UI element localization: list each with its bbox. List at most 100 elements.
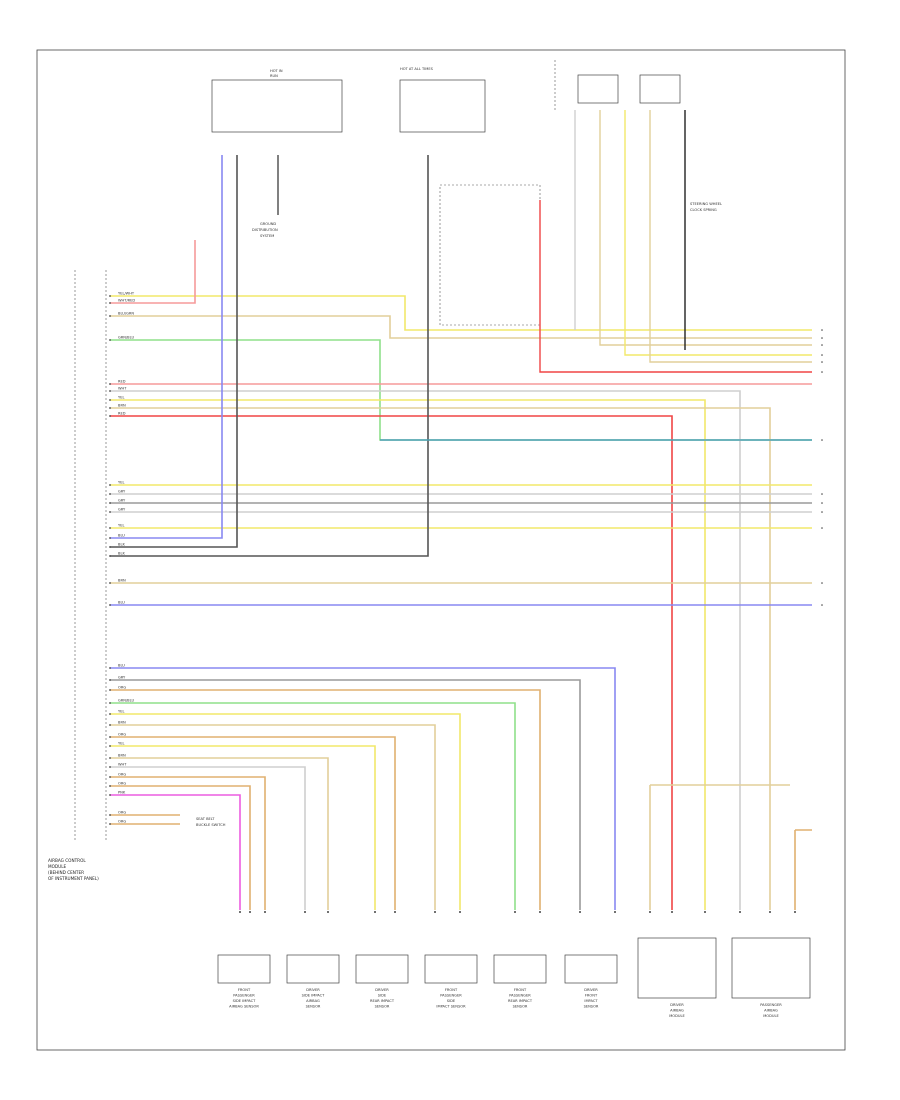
module-label: FRONT	[238, 988, 251, 992]
module-pin	[374, 911, 376, 913]
vertical-wire-1	[599, 110, 812, 346]
module-body	[731, 937, 811, 999]
wire-label: YEL/WHT	[118, 292, 135, 296]
pin-dot	[109, 315, 111, 317]
edge-terminal	[821, 344, 823, 346]
wire-label: BLU	[118, 601, 125, 605]
wire-28	[110, 766, 306, 910]
seat-belt-label: BUCKLE SWITCH	[196, 823, 226, 827]
module-label: AIRBAG	[306, 999, 320, 1003]
module-label: DRIVER	[375, 988, 389, 992]
clock-spring-box	[439, 184, 541, 326]
edge-terminal	[821, 502, 823, 504]
pin-dot	[109, 713, 111, 715]
pin-dot	[109, 390, 111, 392]
wire-label: ORG	[118, 773, 126, 777]
wire-label: BRN	[118, 721, 126, 725]
module-pin	[739, 911, 741, 913]
edge-terminal	[821, 337, 823, 339]
edge-terminal	[821, 582, 823, 584]
module-pin	[434, 911, 436, 913]
edge-terminal	[821, 493, 823, 495]
vertical-wire-3	[649, 110, 812, 363]
module-label: SIDE IMPACT	[233, 999, 257, 1003]
wire-2	[110, 315, 812, 339]
module-label: IMPACT SENSOR	[436, 1005, 466, 1009]
wire-15	[110, 155, 238, 548]
top-right-connector-a	[577, 74, 619, 104]
diagram-frame	[36, 49, 846, 1051]
pin-dot	[109, 736, 111, 738]
module-label: FRONT	[445, 988, 458, 992]
module-group: FRONT PASSENGER SIDE IMPACT AIRBAG SENSOR DR…	[217, 937, 811, 1018]
wire-label: YEL	[118, 742, 124, 746]
module-body	[564, 954, 618, 984]
module-pin	[614, 911, 616, 913]
pin-dot	[109, 546, 111, 548]
wire-label: BLU	[118, 664, 125, 668]
fuse-box-battery	[399, 79, 486, 133]
module-label: MODULE	[763, 1014, 779, 1018]
module-pin	[649, 911, 651, 913]
wire-25	[110, 736, 396, 910]
edge-terminal	[821, 604, 823, 606]
wire-7	[110, 407, 771, 910]
wire-label: YEL	[118, 710, 124, 714]
pin-dot	[109, 689, 111, 691]
pin-dot	[109, 604, 111, 606]
wire-20	[110, 679, 581, 910]
module-pin	[264, 911, 266, 913]
wire-27	[110, 757, 329, 910]
module-body	[286, 954, 340, 984]
wire-29	[110, 776, 266, 910]
wire-label: PNK	[118, 791, 126, 795]
module-label: SENSOR	[584, 1005, 599, 1009]
module-label: MODULE	[669, 1014, 685, 1018]
module-label: SIDE	[378, 994, 387, 998]
module-pin	[539, 911, 541, 913]
wire-label: GRY	[118, 499, 126, 503]
pin-dot	[109, 745, 111, 747]
wire-23	[110, 713, 461, 910]
pin-dot	[109, 776, 111, 778]
seat-belt-label: SEAT BELT	[196, 817, 215, 821]
wire-19	[110, 667, 616, 910]
edge-terminal	[821, 371, 823, 373]
module-pin	[769, 911, 771, 913]
wire-6	[110, 399, 706, 910]
pin-dot	[109, 667, 111, 669]
module-label: FRONT	[585, 994, 598, 998]
pin-dot	[109, 383, 111, 385]
ecu-label-line: (BEHIND CENTER	[48, 870, 84, 875]
wire-14	[110, 155, 223, 539]
edge-terminal	[821, 439, 823, 441]
fuse-box-run-label: HOT IN	[270, 69, 283, 73]
module-label: AIRBAG SENSOR	[229, 1005, 259, 1009]
module-pin	[794, 911, 796, 913]
pin-dot	[109, 407, 111, 409]
pin-dot	[109, 484, 111, 486]
pin-dot	[109, 415, 111, 417]
wire-21	[110, 689, 541, 910]
wire-label: ORG	[118, 811, 126, 815]
wire-label: BRN	[118, 754, 126, 758]
clock-spring-label: CLOCK SPRING	[690, 208, 717, 212]
wire-label: BLK	[118, 552, 125, 556]
module-label: PASSENGER	[509, 994, 531, 998]
pin-dot	[109, 295, 111, 297]
module-label: FRONT	[514, 988, 527, 992]
vertical-wire-2	[624, 110, 812, 356]
module-body	[493, 954, 547, 984]
pin-dot	[109, 702, 111, 704]
module-label: REAR IMPACT	[370, 999, 395, 1003]
module-label: AIRBAG	[764, 1009, 778, 1013]
module-label: SIDE	[447, 999, 456, 1003]
module-body	[355, 954, 409, 984]
pin-dot	[109, 766, 111, 768]
